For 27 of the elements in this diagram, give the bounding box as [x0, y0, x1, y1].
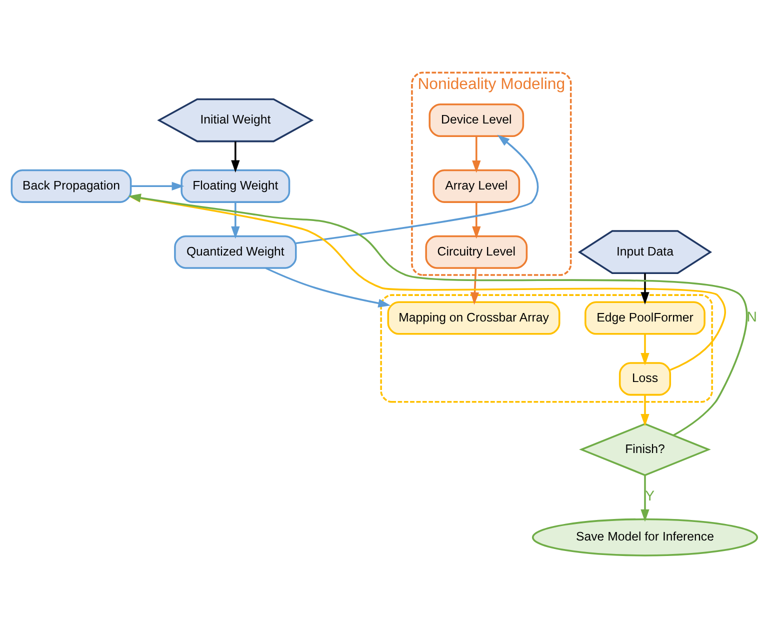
arrow [130, 182, 184, 190]
arrow [128, 194, 748, 436]
node-box: Array Level [432, 169, 520, 203]
node-box: Edge PoolFormer [584, 301, 706, 335]
arrow [472, 202, 481, 239]
node-ellipse: Save Model for Inference [532, 518, 758, 556]
arrow [640, 475, 650, 522]
node-box: Back Propagation [10, 169, 132, 203]
arrow [296, 134, 539, 244]
arrow [640, 395, 650, 426]
arrow [470, 268, 480, 305]
edge-label: N [746, 308, 757, 324]
node-box: Loss [618, 362, 672, 396]
arrow [640, 334, 650, 366]
node-box: Quantized Weight [174, 235, 297, 269]
node-box: Circuitry Level [425, 235, 528, 269]
cluster [380, 294, 713, 403]
node-diamond: Finish? [579, 422, 711, 476]
arrow [128, 194, 726, 371]
node-box: Mapping on Crossbar Array [387, 301, 560, 335]
arrow [231, 202, 240, 239]
arrow [231, 141, 240, 173]
arrow [265, 267, 391, 308]
node-box: Device Level [428, 103, 524, 138]
arrow [640, 273, 650, 305]
node-box: Floating Weight [180, 169, 290, 203]
arrow [472, 136, 481, 173]
